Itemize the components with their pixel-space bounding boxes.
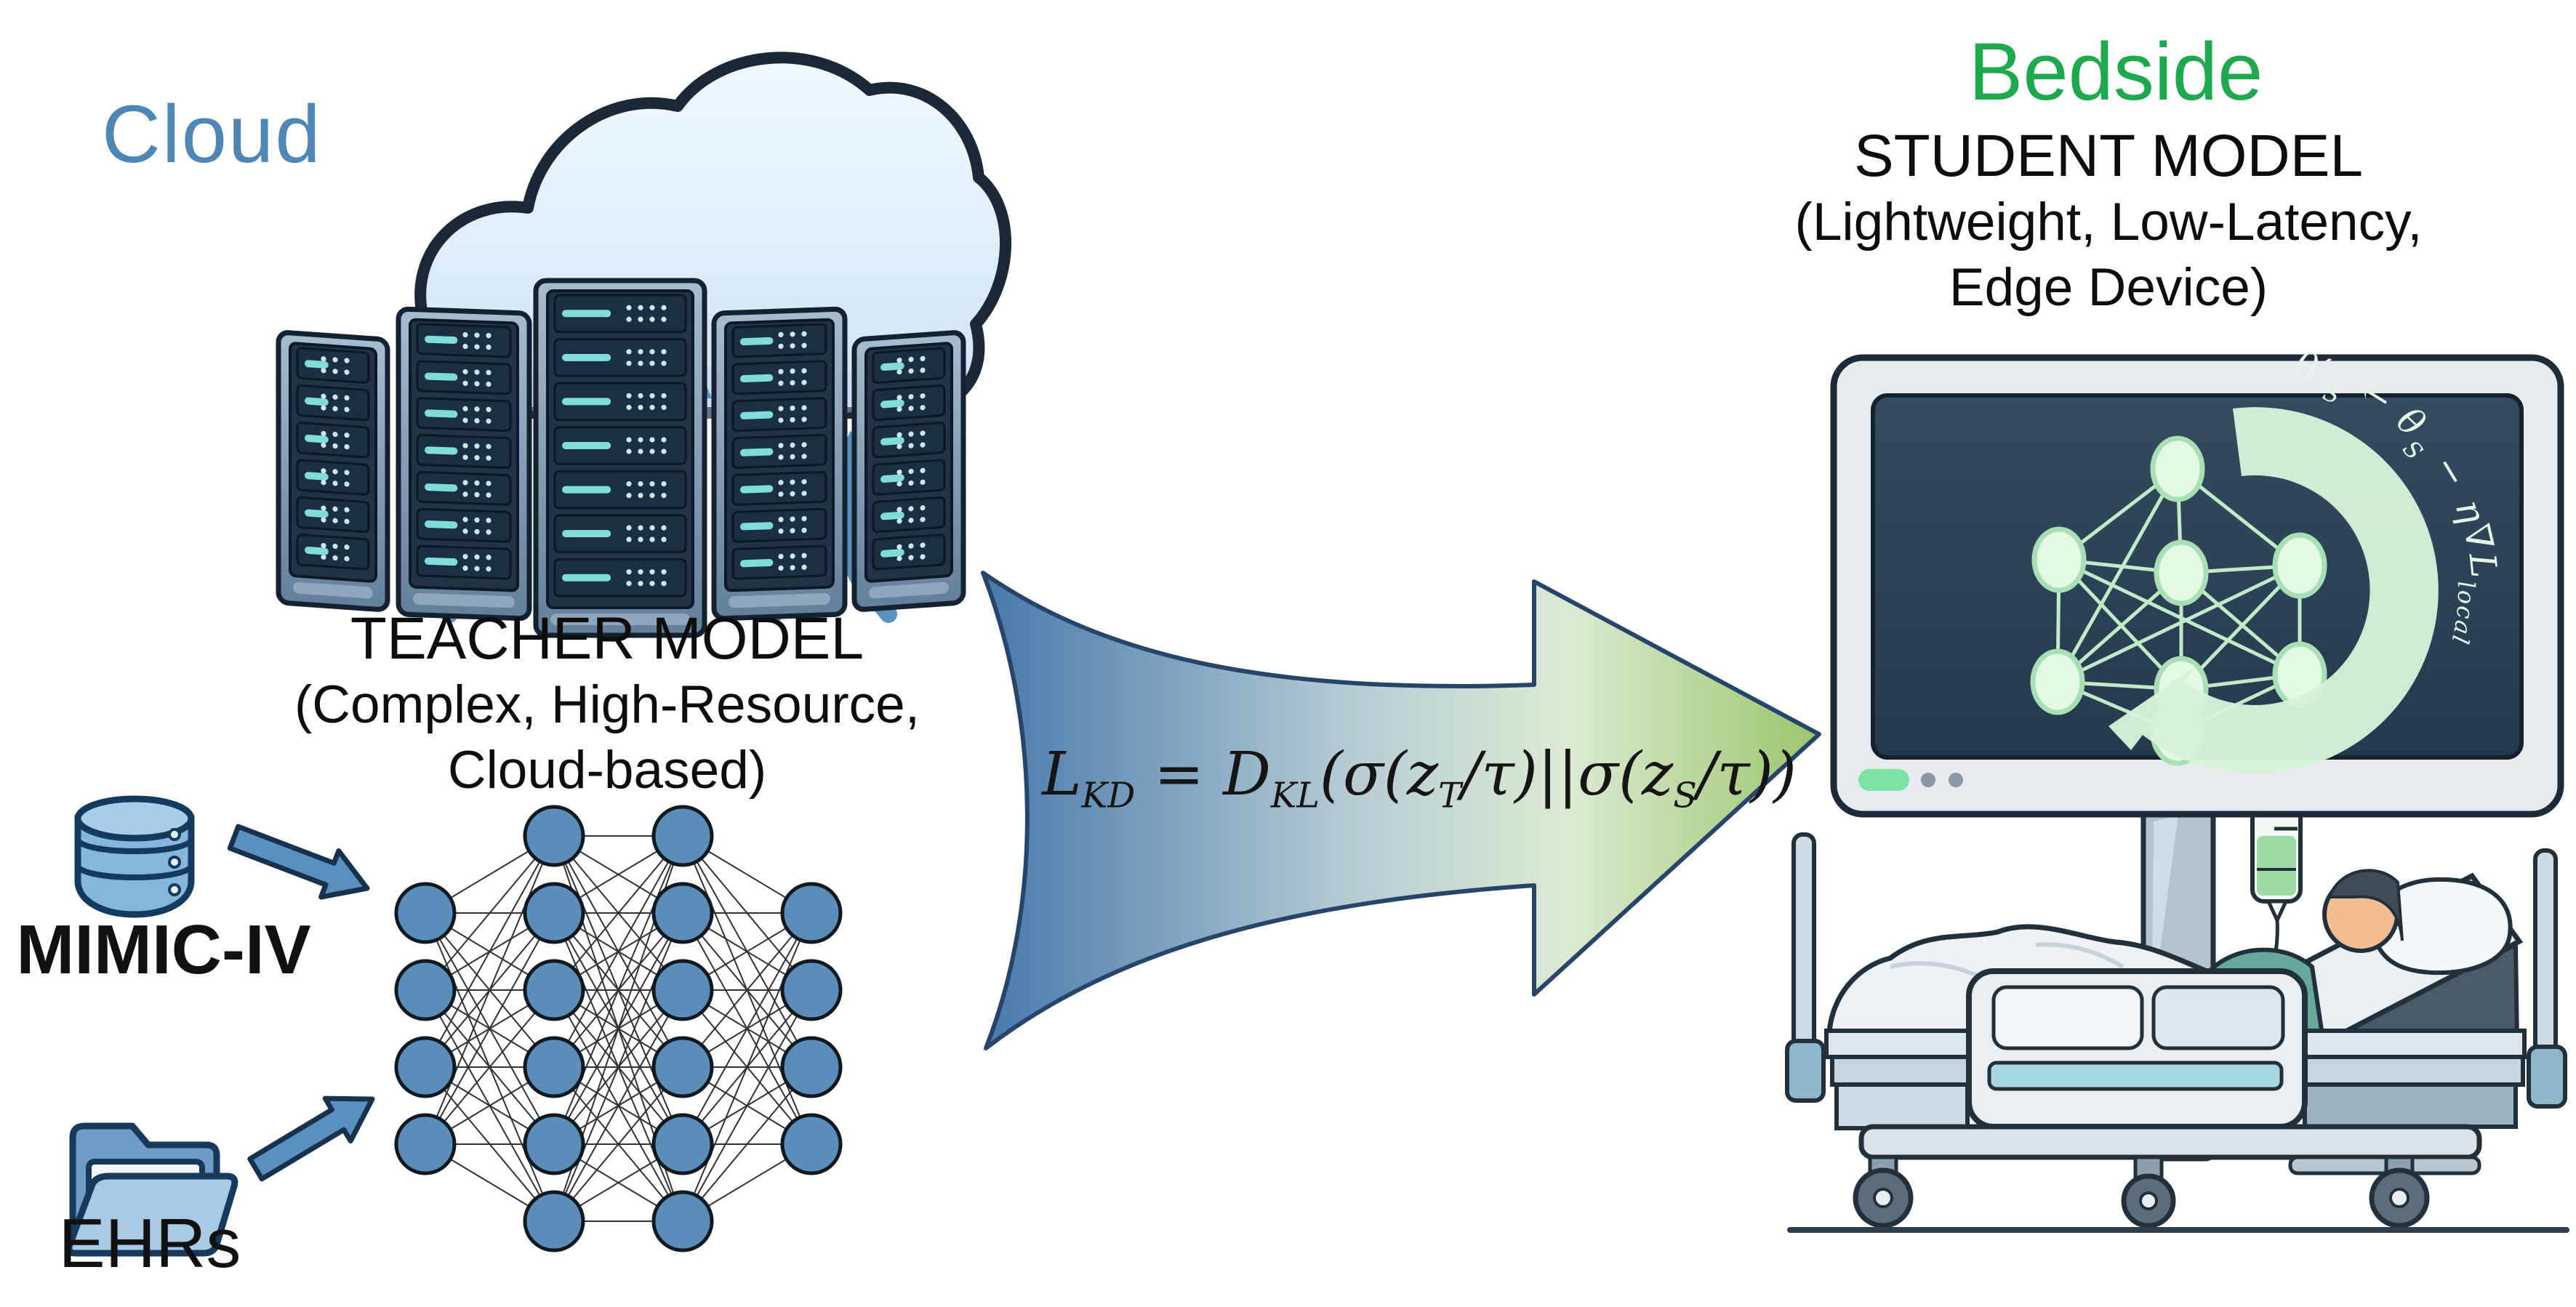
mimic-dataset-label: MIMIC-IV bbox=[16, 911, 311, 989]
server-rack-cluster-icon bbox=[276, 278, 966, 638]
bed-rail-post bbox=[2533, 848, 2558, 1063]
folder-icon bbox=[65, 1122, 238, 1257]
teacher-model-caption: TEACHER MODEL (Complex, High-Resource, C… bbox=[182, 605, 1032, 803]
bed-casters bbox=[1853, 1155, 2430, 1228]
ehr-arrow-icon bbox=[247, 1095, 375, 1182]
teacher-model-title: TEACHER MODEL bbox=[350, 606, 864, 672]
sgd-cycle-arrow-icon bbox=[2108, 407, 2439, 774]
monitor-button bbox=[1949, 773, 1963, 787]
ehr-dataset-label: EHRs bbox=[58, 1205, 241, 1282]
kd-arrow-icon bbox=[981, 571, 1821, 1050]
bedside-region-label: Bedside bbox=[1968, 26, 2263, 117]
mimic-arrow-icon bbox=[227, 824, 370, 900]
hospital-bed-illustration bbox=[1785, 832, 2569, 1233]
bed-base-bar bbox=[1858, 1124, 2482, 1160]
teacher-network-diagram bbox=[394, 805, 843, 1252]
cloud-region-label: Cloud bbox=[102, 89, 322, 180]
monitor-button bbox=[1921, 773, 1935, 787]
kd-loss-formula: LKD = DKL(σ(zT/τ)||σ(zS/τ)) bbox=[1042, 740, 1797, 816]
student-model-title: STUDENT MODEL bbox=[1853, 123, 2364, 189]
database-icon bbox=[74, 795, 195, 918]
power-indicator bbox=[1858, 769, 1909, 791]
student-model-caption: STUDENT MODEL (Lightweight, Low-Latency,… bbox=[1789, 122, 2428, 320]
patient-hair bbox=[2327, 869, 2404, 941]
bed-side-panel bbox=[1966, 968, 2308, 1130]
bed-rail-post bbox=[1791, 832, 1816, 1055]
